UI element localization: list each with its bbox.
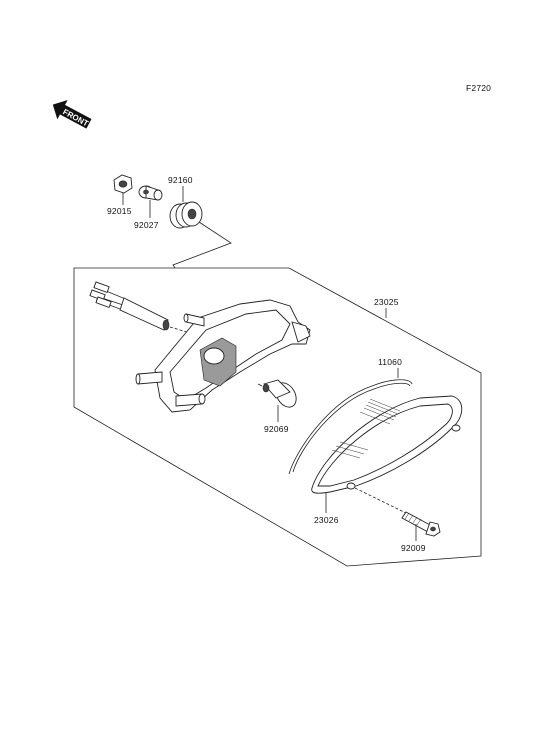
gasket-part [288,379,413,475]
screw-part [401,511,441,537]
front-direction-icon: FRONT [52,100,92,129]
label-lens: 23026 [314,515,339,525]
nut-part [113,174,133,194]
grommet-connector-line [172,221,232,269]
collar-part [138,185,163,201]
label-bulb: 92069 [264,424,289,434]
label-gasket: 11060 [378,357,402,367]
figure-code: F2720 [466,83,491,93]
screw-dash-line [354,487,409,515]
lamp-housing [135,299,311,413]
lens-part [311,395,463,494]
front-label: FRONT [61,107,90,128]
label-lamp-assembly: 23025 [374,297,399,307]
label-nut: 92015 [107,206,132,216]
assembly-outline [73,267,482,567]
label-grommet: 92160 [168,175,193,185]
label-screw: 92009 [401,543,426,553]
bulb-part [257,379,297,408]
wiring-harness [89,281,191,334]
label-collar: 92027 [134,220,159,230]
grommet-part [169,201,203,229]
